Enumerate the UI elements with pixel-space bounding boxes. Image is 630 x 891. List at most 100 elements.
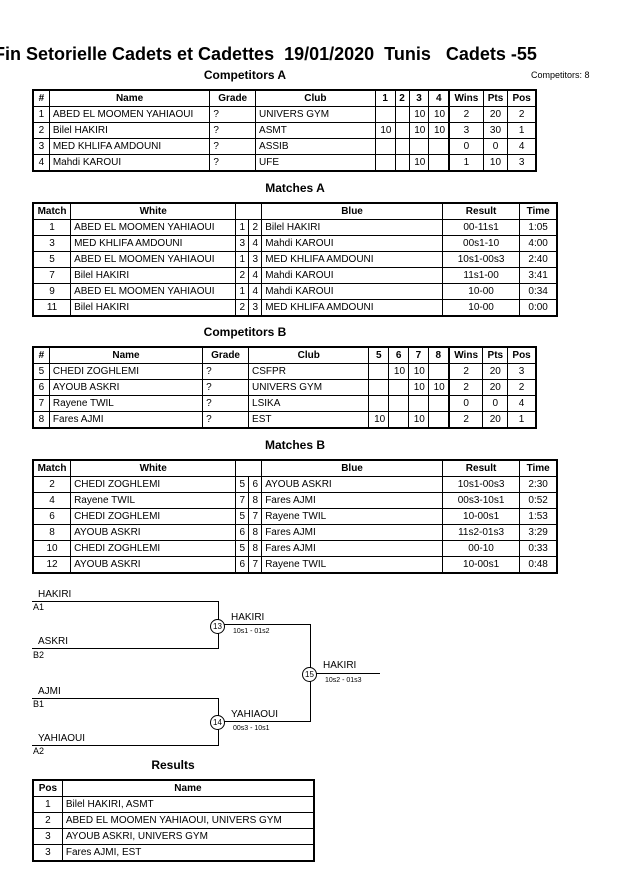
results-header-row: Pos Name — [32, 779, 315, 797]
cell-match: 1 — [32, 219, 72, 236]
bracket-semi1-winner: HAKIRI — [231, 612, 265, 623]
cell-num: 2 — [32, 122, 50, 139]
cell-pts: 20 — [482, 106, 509, 123]
cell-result: 00-11s1 — [441, 219, 521, 236]
cell-s4: 10 — [427, 379, 450, 396]
cell-s1 — [368, 395, 390, 412]
col-header-wins: Wins — [447, 346, 484, 364]
competitors-a-header-row: # Name Grade Club 1 2 3 4 Wins Pts Pos — [32, 89, 537, 107]
col-header-blue: Blue — [261, 459, 443, 477]
cell-result: 00s1-10 — [441, 235, 521, 252]
cell-blue-num: 2 — [248, 219, 263, 236]
bracket-line — [32, 601, 218, 602]
cell-wins: 0 — [448, 138, 484, 155]
cell-blue-num: 8 — [248, 524, 263, 541]
page-title: Fin Setorielle Cadets et Cadettes 19/01/… — [0, 44, 537, 64]
cell-s2 — [388, 411, 410, 429]
cell-match: 6 — [32, 508, 72, 525]
cell-white: CHEDI ZOGHLEMI — [70, 508, 237, 525]
cell-blue-num: 8 — [248, 540, 263, 557]
cell-white-num: 1 — [235, 219, 250, 236]
col-header-num: # — [32, 89, 50, 107]
cell-pts: 20 — [482, 379, 509, 396]
cell-blue: Mahdi KAROUI — [261, 267, 443, 284]
cell-time: 0:33 — [519, 540, 558, 557]
cell-blue-num: 7 — [248, 508, 263, 525]
cell-pos: 2 — [507, 379, 537, 396]
cell-match: 4 — [32, 492, 72, 509]
cell-s3: 10 — [408, 154, 430, 172]
bracket-semi2-score: 00s3 - 10s1 — [233, 725, 270, 732]
cell-match: 2 — [32, 476, 72, 493]
cell-match: 3 — [32, 235, 72, 252]
cell-blue-num: 8 — [248, 492, 263, 509]
cell-match: 11 — [32, 299, 72, 317]
col-header-spacer — [235, 459, 262, 477]
cell-num: 7 — [32, 395, 50, 412]
cell-result: 10s1-00s3 — [441, 476, 521, 493]
col-header-club: Club — [255, 89, 376, 107]
bracket-line — [32, 648, 218, 649]
col-header-6: 6 — [388, 346, 410, 364]
cell-blue: AYOUB ASKRI — [261, 476, 443, 493]
cell-grade: ? — [209, 154, 257, 172]
cell-match: 7 — [32, 267, 72, 284]
col-header-name: Name — [61, 779, 315, 797]
cell-s3: 10 — [408, 411, 429, 429]
cell-time: 0:34 — [519, 283, 558, 300]
col-header-name: Name — [48, 89, 211, 107]
cell-white: ABED EL MOOMEN YAHIAOUI — [70, 219, 237, 236]
col-header-pts: Pts — [482, 89, 509, 107]
col-header-match: Match — [32, 459, 72, 477]
col-header-2: 2 — [394, 89, 410, 107]
col-header-spacer — [235, 202, 262, 220]
col-header-1: 1 — [374, 89, 396, 107]
bracket-line — [218, 624, 310, 625]
cell-club: ASMT — [255, 122, 376, 139]
cell-wins: 2 — [448, 106, 484, 123]
matches-a-title: Matches A — [265, 181, 325, 195]
cell-result: 10s1-00s3 — [441, 251, 521, 268]
cell-club: ASSIB — [255, 138, 376, 155]
cell-pos: 2 — [32, 812, 63, 829]
cell-s2 — [388, 395, 410, 412]
col-header-name: Name — [48, 346, 204, 364]
cell-s4 — [428, 138, 450, 155]
cell-name: Bilel HAKIRI, ASMT — [61, 796, 315, 813]
col-header-white: White — [70, 459, 237, 477]
cell-result: 11s2-01s3 — [441, 524, 521, 541]
col-header-pos: Pos — [507, 89, 537, 107]
bracket-line — [32, 745, 218, 746]
cell-blue-num: 6 — [248, 476, 263, 493]
cell-pos: 4 — [507, 395, 537, 412]
cell-wins: 2 — [447, 363, 484, 380]
cell-blue: Fares AJMI — [261, 492, 443, 509]
bracket-line — [218, 721, 310, 722]
col-header-3: 3 — [408, 89, 430, 107]
cell-blue-num: 3 — [248, 299, 263, 317]
col-header-grade: Grade — [202, 346, 250, 364]
bracket-semi1-bottom-code: B2 — [33, 650, 45, 660]
cell-s4 — [427, 411, 450, 429]
cell-s1 — [368, 379, 390, 396]
cell-pos: 3 — [507, 154, 537, 172]
cell-grade: ? — [209, 122, 257, 139]
cell-num: 8 — [32, 411, 50, 429]
cell-white: ABED EL MOOMEN YAHIAOUI — [70, 283, 237, 300]
cell-pos: 3 — [507, 363, 537, 380]
cell-s3 — [408, 395, 429, 412]
